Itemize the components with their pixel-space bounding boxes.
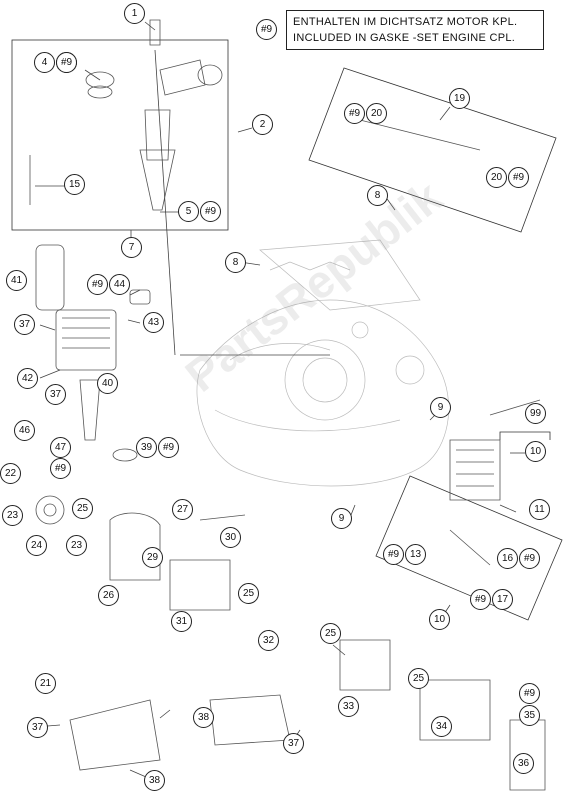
callout-10b[interactable]: 10 [429,609,450,630]
callout-43[interactable]: 43 [143,312,164,333]
callout-47[interactable]: 47 [50,437,71,458]
callout-42[interactable]: 42 [17,368,38,389]
legend-line-2: INCLUDED IN GASKE -SET ENGINE CPL. [293,32,516,44]
callout-37d[interactable]: 37 [283,733,304,754]
callout-9e[interactable]: #9 [508,167,529,188]
callout-15[interactable]: 15 [64,174,85,195]
callout-10[interactable]: 10 [525,441,546,462]
callout-21[interactable]: 21 [35,673,56,694]
engine-block-outline [196,239,450,487]
callout-1[interactable]: 1 [124,3,145,24]
callout-9i[interactable]: 9 [430,397,451,418]
callout-2[interactable]: 2 [252,114,273,135]
callout-8[interactable]: 8 [367,185,388,206]
bracket-99 [499,431,551,440]
group-box-oil-screen [308,67,557,233]
callout-27[interactable]: 27 [172,499,193,520]
callout-9b[interactable]: #9 [56,52,77,73]
callout-9k[interactable]: #9 [383,544,404,565]
callout-31[interactable]: 31 [171,611,192,632]
callout-99[interactable]: 99 [525,403,546,424]
callout-20b[interactable]: 20 [486,167,507,188]
callout-29[interactable]: 29 [142,547,163,568]
callout-23[interactable]: 23 [2,505,23,526]
callout-25d[interactable]: 25 [408,668,429,689]
leader-lines [34,21,525,781]
callout-34[interactable]: 34 [431,716,452,737]
callout-9j[interactable]: 9 [331,508,352,529]
callout-24[interactable]: 24 [26,535,47,556]
callout-9n[interactable]: #9 [519,683,540,704]
callout-44[interactable]: 44 [109,274,130,295]
callout-37[interactable]: 37 [14,314,35,335]
legend-tag-callout: #9 [256,19,277,40]
callout-30[interactable]: 30 [220,527,241,548]
callout-35[interactable]: 35 [519,705,540,726]
legend-box: ENTHALTEN IM DICHTSATZ MOTOR KPL. INCLUD… [286,10,544,50]
callout-9f[interactable]: #9 [87,274,108,295]
callout-20[interactable]: 20 [366,103,387,124]
parts-sketches [29,19,546,791]
callout-22[interactable]: 22 [0,463,21,484]
callout-5[interactable]: 5 [178,201,199,222]
callout-39[interactable]: 39 [136,437,157,458]
callout-25b[interactable]: 25 [238,583,259,604]
callout-25[interactable]: 25 [72,498,93,519]
callout-9l[interactable]: #9 [519,548,540,569]
callout-23b[interactable]: 23 [66,535,87,556]
callout-9g[interactable]: #9 [50,458,71,479]
callout-32[interactable]: 32 [258,630,279,651]
callout-38[interactable]: 38 [193,707,214,728]
callout-9m[interactable]: #9 [470,589,491,610]
callout-8b[interactable]: 8 [225,252,246,273]
callout-9d[interactable]: #9 [344,103,365,124]
callout-9c[interactable]: #9 [200,201,221,222]
callout-38b[interactable]: 38 [144,770,165,791]
legend-line-1: ENTHALTEN IM DICHTSATZ MOTOR KPL. [293,16,518,28]
callout-13[interactable]: 13 [405,544,426,565]
callout-16[interactable]: 16 [497,548,518,569]
callout-46[interactable]: 46 [14,420,35,441]
callout-33[interactable]: 33 [338,696,359,717]
callout-9h[interactable]: #9 [158,437,179,458]
callout-17[interactable]: 17 [492,589,513,610]
group-box-top-left [11,39,229,231]
callout-7[interactable]: 7 [121,237,142,258]
callout-11[interactable]: 11 [529,499,550,520]
callout-41[interactable]: 41 [6,270,27,291]
callout-19[interactable]: 19 [449,88,470,109]
callout-25c[interactable]: 25 [320,623,341,644]
callout-4[interactable]: 4 [34,52,55,73]
callout-36[interactable]: 36 [513,753,534,774]
group-box-oil-filter [375,475,563,621]
callout-26[interactable]: 26 [98,585,119,606]
callout-37b[interactable]: 37 [45,384,66,405]
callout-40[interactable]: 40 [97,373,118,394]
callout-37c[interactable]: 37 [27,717,48,738]
